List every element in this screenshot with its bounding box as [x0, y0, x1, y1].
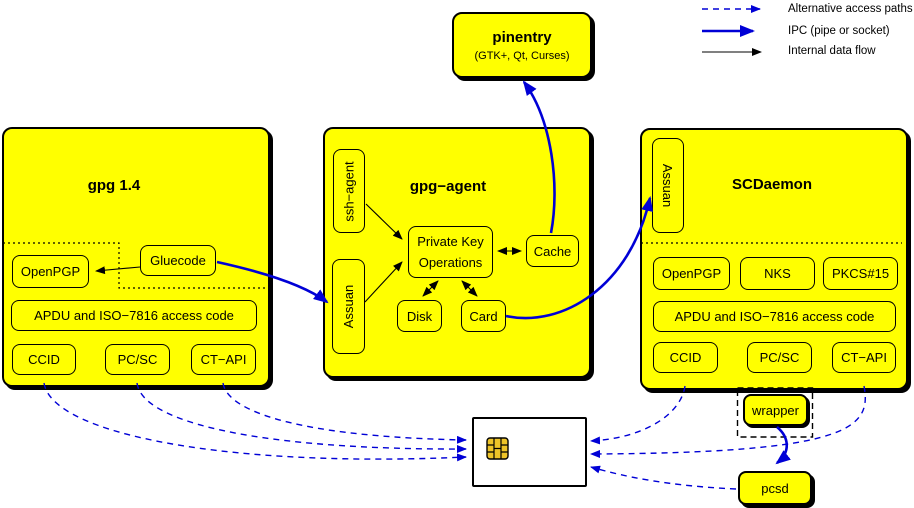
gpg-agent-title: gpg−agent — [409, 178, 487, 195]
ssh-agent-label: ssh−agent — [341, 160, 357, 222]
gpg14-ccid-module: CCID — [12, 344, 76, 375]
disk-module: Disk — [397, 300, 442, 332]
gpg-agent-ssh-agent-module: ssh−agent — [333, 149, 365, 233]
legend-arrows — [702, 5, 762, 56]
cache-label: Cache — [533, 243, 572, 259]
wrapper-module: wrapper — [743, 394, 808, 426]
wrapper-label: wrapper — [752, 402, 799, 418]
gpg14-apdu-label: APDU and ISO−7816 access code — [34, 308, 234, 323]
gpg14-gluecode-module: Gluecode — [140, 245, 216, 276]
pinentry-title: pinentry — [492, 28, 552, 46]
card-label: Card — [469, 308, 498, 324]
scdaemon-pkcs15-module: PKCS#15 — [823, 257, 898, 290]
alt-gpg14-ccid-to-card — [43, 382, 467, 462]
gpg-agent-assuan-label: Assuan — [341, 284, 356, 329]
scdaemon-nks-label: NKS — [764, 266, 791, 281]
gpg14-ctapi-label: CT−API — [200, 352, 247, 367]
pcsd-daemon: pcsd — [738, 471, 812, 505]
disk-label: Disk — [406, 308, 433, 324]
pinentry-box: pinentry (GTK+, Qt, Curses) — [452, 12, 592, 78]
alt-gpg14-pcsc-to-card — [136, 382, 467, 454]
scdaemon-assuan-label: Assuan — [660, 163, 676, 208]
scdaemon-pkcs15-label: PKCS#15 — [831, 266, 890, 281]
scdaemon-openpgp-label: OpenPGP — [661, 266, 722, 281]
alt-scdaemon-ccid-to-card — [590, 385, 686, 445]
gpg14-openpgp-label: OpenPGP — [20, 264, 81, 279]
scdaemon-apdu-module: APDU and ISO−7816 access code — [653, 301, 896, 332]
scdaemon-ctapi-label: CT−API — [841, 350, 887, 365]
gpg14-gluecode-label: Gluecode — [150, 253, 206, 268]
scdaemon-ctapi-module: CT−API — [832, 342, 896, 373]
pcsd-label: pcsd — [761, 480, 789, 496]
alt-scdaemon-ctapi-to-card — [590, 385, 866, 458]
pko-label-line1: Private Key — [417, 234, 484, 249]
scdaemon-assuan-module: Assuan — [652, 138, 684, 233]
scdaemon-ccid-label: CCID — [669, 350, 702, 365]
gpg14-pcsc-label: PC/SC — [117, 352, 158, 367]
card-module: Card — [461, 300, 506, 332]
scdaemon-pcsc-module: PC/SC — [747, 342, 812, 373]
pinentry-subtitle: (GTK+, Qt, Curses) — [474, 49, 570, 62]
scdaemon-apdu-label: APDU and ISO−7816 access code — [674, 309, 875, 324]
scdaemon-openpgp-module: OpenPGP — [653, 257, 730, 290]
gpg14-apdu-module: APDU and ISO−7816 access code — [11, 300, 257, 331]
gpg-agent-assuan-module: Assuan — [332, 259, 365, 354]
scdaemon-title: SCDaemon — [731, 176, 813, 193]
cache-module: Cache — [526, 235, 579, 267]
legend-alternative-label: Alternative access paths — [788, 3, 913, 15]
alt-gpg14-ctapi-to-card — [222, 382, 467, 444]
legend-ipc-label: IPC (pipe or socket) — [788, 25, 890, 37]
gpg14-title: gpg 1.4 — [87, 177, 141, 194]
scdaemon-ccid-module: CCID — [653, 342, 718, 373]
smartcard-chip-icon — [486, 437, 509, 460]
scdaemon-pcsc-label: PC/SC — [759, 350, 800, 365]
smartcard — [472, 417, 587, 487]
gpg14-ctapi-module: CT−API — [191, 344, 256, 375]
gpg14-ccid-label: CCID — [28, 352, 60, 367]
gpg14-openpgp-module: OpenPGP — [12, 255, 89, 288]
scdaemon-nks-module: NKS — [740, 257, 815, 290]
gpg14-pcsc-module: PC/SC — [105, 344, 170, 375]
alt-pcsd-to-card — [590, 465, 737, 490]
private-key-operations-module: Private Key Operations — [408, 226, 493, 278]
legend-internal-label: Internal data flow — [788, 45, 876, 57]
ipc-wrapper-to-pcsd — [775, 426, 791, 465]
pko-label-line2: Operations — [418, 255, 483, 270]
